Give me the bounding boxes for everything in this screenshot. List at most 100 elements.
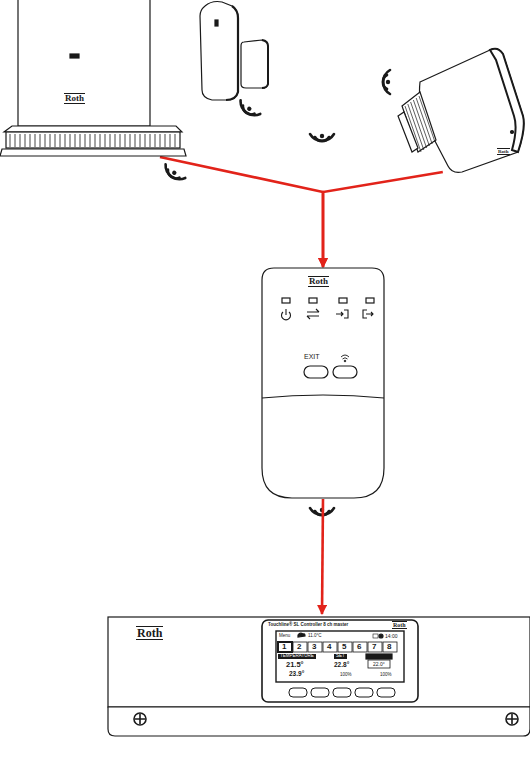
screen-text: 5 (342, 643, 346, 651)
exchange-icon (307, 309, 319, 319)
zone-box (278, 642, 292, 652)
screen-text: 8 (387, 643, 391, 651)
fin (165, 134, 166, 147)
fin (50, 134, 51, 147)
fin (45, 134, 46, 147)
stand-top (4, 126, 182, 132)
led-icons (285, 309, 286, 315)
illustration (383, 70, 390, 94)
brand-logo: Roth (392, 621, 407, 629)
fin (175, 134, 176, 147)
wifi-icon (343, 358, 348, 359)
ring-ridge (419, 96, 435, 142)
device-node: Roth (398, 40, 526, 172)
led (309, 298, 317, 303)
screen-text: 22.8° (334, 662, 349, 669)
device-node: RothEXIT (262, 268, 384, 499)
fin (10, 134, 11, 147)
display (276, 631, 404, 682)
value-box (368, 660, 390, 668)
cloud-icon (298, 633, 305, 637)
device-outline (262, 268, 384, 498)
ring-ridge (413, 100, 429, 146)
device-node: Roth Touchline® SL Controller 8 ch master… (108, 615, 530, 739)
ring-ridge (416, 98, 432, 144)
screen-text: 11.0°C (308, 634, 321, 639)
pair-button (333, 366, 357, 378)
wifi-icon (341, 355, 349, 362)
screen-button (377, 688, 395, 697)
zone-box (293, 642, 307, 652)
clock-icon (379, 634, 383, 638)
device-label: EXIT (304, 353, 320, 360)
led-dot (511, 131, 514, 134)
fin (90, 134, 91, 147)
screen-text: 100% (340, 673, 352, 678)
screen-button (289, 688, 307, 697)
fin (65, 134, 66, 147)
fin (55, 134, 56, 147)
fin (115, 134, 116, 147)
fin (75, 134, 76, 147)
zone-box (308, 642, 322, 652)
device-node: Roth (0, 0, 186, 157)
signal-arrow (322, 499, 323, 614)
illustration (162, 164, 186, 184)
device-outline (0, 0, 186, 157)
fin (60, 134, 61, 147)
screen-text: 100% (380, 673, 392, 678)
zone-box (368, 642, 382, 652)
zone-box (383, 642, 397, 652)
zone-box (353, 642, 367, 652)
brand-logo: Roth (308, 276, 329, 287)
screw (506, 713, 518, 725)
window-sensor (262, 40, 268, 88)
fin (35, 134, 36, 147)
screen-frame (262, 620, 418, 702)
window-sensor (241, 40, 268, 88)
fin (95, 134, 96, 147)
screw-slot (507, 714, 517, 724)
screen-text: 2 (297, 643, 301, 651)
brand-logo: Roth (136, 626, 163, 640)
brand-logo: Roth (64, 93, 85, 104)
screen-text: 3 (312, 643, 316, 651)
zone-box (323, 642, 337, 652)
fin (85, 134, 86, 147)
stand-fins (6, 132, 180, 148)
wifi-icon (341, 355, 349, 357)
thermostat-face (490, 49, 524, 152)
fin (25, 134, 26, 147)
device-outline (262, 620, 418, 702)
window-sensor (200, 2, 268, 101)
device-label: Touchline® SL Controller 8 ch master (268, 623, 348, 628)
stand-base (0, 149, 186, 156)
screen-text: 14:00 (385, 634, 398, 639)
fin (20, 134, 21, 147)
fin (170, 134, 171, 147)
device-outline (0, 0, 186, 156)
led (339, 298, 347, 303)
led-slot (70, 54, 79, 58)
fin (15, 134, 16, 147)
screen-text: 4 (327, 643, 331, 651)
input-icon (336, 310, 348, 318)
signal-arrow (160, 157, 323, 267)
output-icon (363, 310, 373, 318)
screen-button (333, 688, 351, 697)
device-body (18, 0, 150, 126)
lid-line (262, 395, 384, 398)
fin (140, 134, 141, 147)
device-outline (398, 49, 524, 173)
screen-text: 21.5° (286, 661, 304, 669)
screen-text: TEMPERATURE (278, 654, 316, 659)
screw (134, 713, 146, 725)
status-bar (366, 654, 392, 659)
screen-text: 6 (357, 643, 361, 651)
terminal-cover (108, 707, 530, 736)
fin (70, 134, 71, 147)
brand-logo: Roth (497, 148, 510, 155)
fin (40, 134, 41, 147)
window-sensor (215, 20, 218, 26)
device-outline (108, 617, 530, 736)
